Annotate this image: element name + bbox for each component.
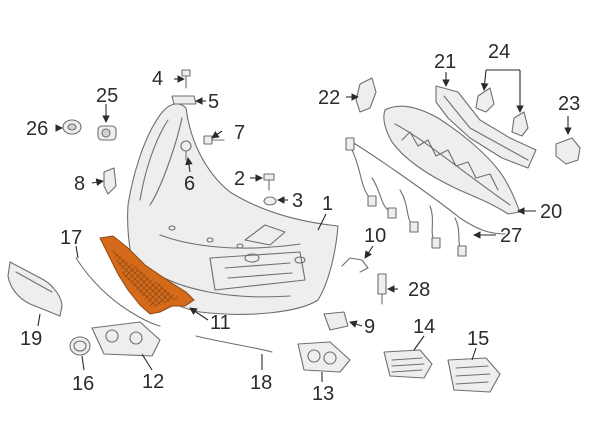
ring-16 [69,336,91,356]
leader-lines [37,69,572,382]
callout-5: 5 [208,91,219,113]
callout-15: 15 [467,328,489,350]
sensor-28 [377,273,387,305]
callout-26: 26 [26,118,48,140]
callout-25: 25 [96,85,118,107]
callout-9: 9 [364,316,375,338]
callout-1: 1 [322,193,333,215]
ring-26 [62,119,82,135]
callout-23: 23 [558,93,580,115]
lower-grille-highlighted [99,235,195,315]
callout-2: 2 [234,168,245,190]
reinforcement-bar [435,85,537,169]
bolt-2 [263,173,275,191]
callout-6: 6 [184,173,195,195]
callout-19: 19 [20,328,42,350]
bracket-8 [103,167,117,195]
bracket-24-left [475,87,495,113]
callout-11: 11 [210,312,231,334]
grille-15 [447,357,501,393]
callout-28: 28 [408,279,430,301]
trim-strip-18 [195,335,273,353]
callout-21: 21 [434,51,456,73]
callout-27: 27 [500,225,522,247]
callout-22: 22 [318,87,340,109]
clip-5 [171,95,197,105]
bolt-4 [181,69,191,89]
bolt-7 [203,135,225,145]
trim-strip-17 [75,257,161,327]
clip-3 [263,196,277,206]
bracket-22 [355,77,377,113]
callout-12: 12 [142,371,164,393]
bracket-10 [341,257,369,273]
callout-3: 3 [292,190,303,212]
sensor-23 [555,137,581,165]
callout-4: 4 [152,68,163,90]
fog-bezel-13 [297,341,351,373]
panel-19 [7,261,63,317]
wiring-harness [345,137,506,257]
callout-17: 17 [60,227,82,249]
callout-24: 24 [488,41,510,63]
callout-16: 16 [72,373,94,395]
callout-8: 8 [74,173,85,195]
fog-grille-12 [91,321,161,357]
callout-7: 7 [234,122,245,144]
parking-sensor-25 [97,125,117,141]
callout-18: 18 [250,372,272,394]
callout-10: 10 [364,225,386,247]
callout-14: 14 [413,316,435,338]
callout-labels: 1 2 3 4 5 6 7 8 9 10 11 12 13 14 15 16 1… [20,41,580,405]
callout-20: 20 [540,201,562,223]
bracket-24-right [511,111,529,137]
cover-9 [323,311,349,331]
grille-14 [383,349,433,379]
callout-13: 13 [312,383,334,405]
